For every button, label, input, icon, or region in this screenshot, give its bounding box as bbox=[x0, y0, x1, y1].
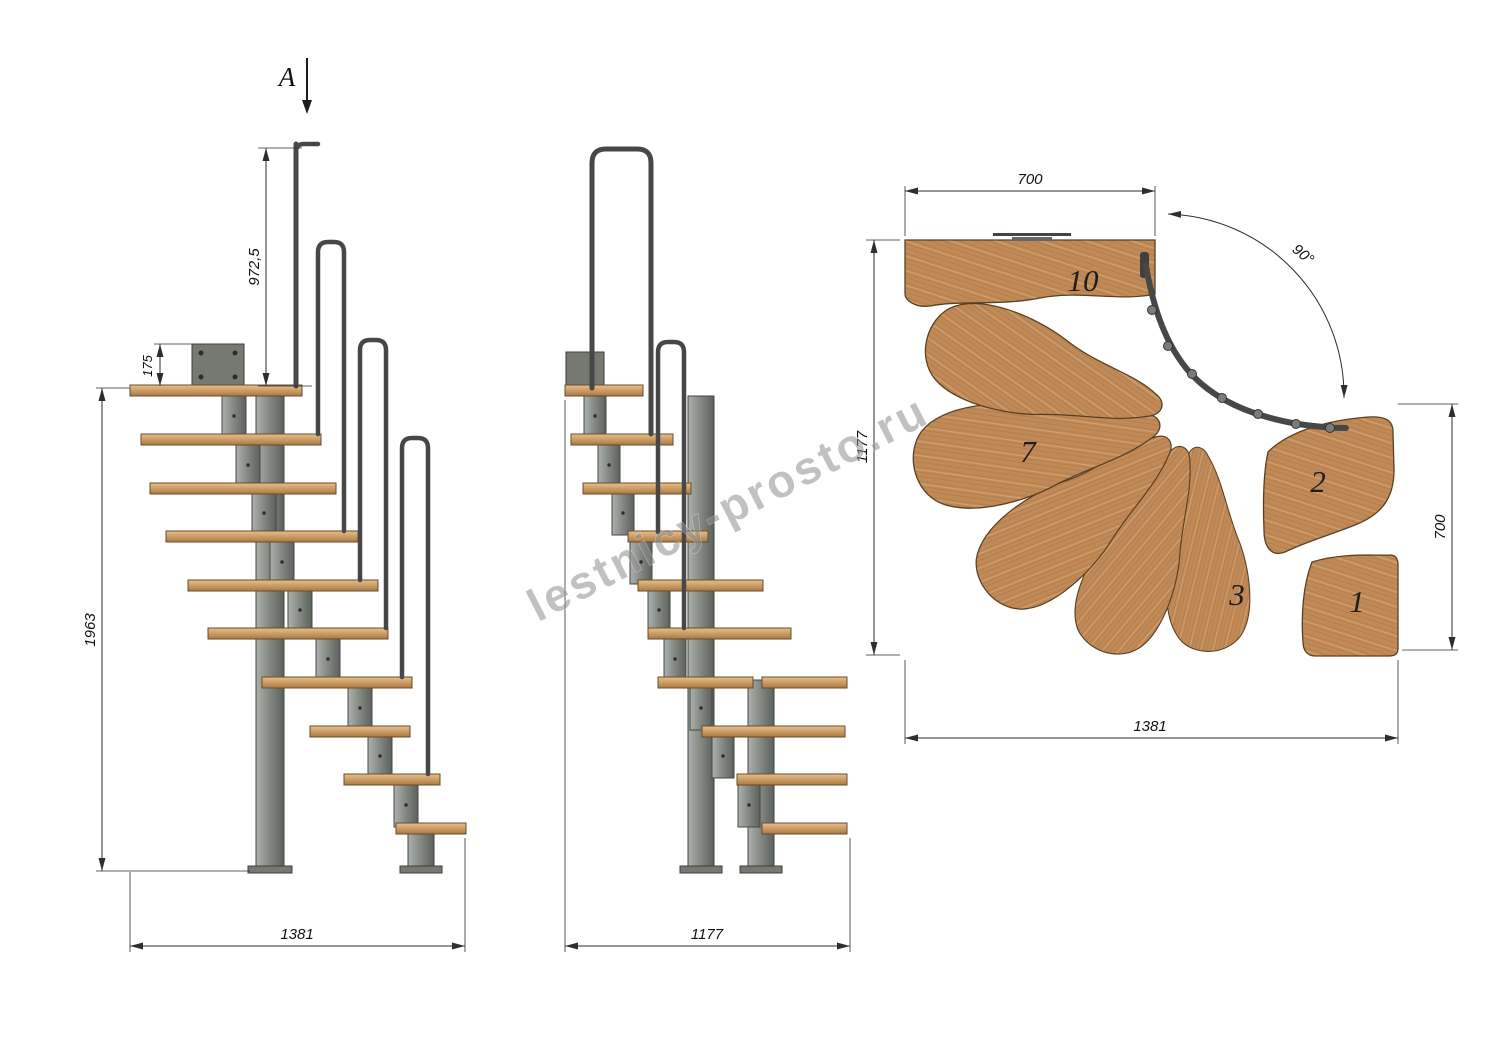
bottom-post bbox=[407, 833, 435, 869]
step-plank bbox=[149, 482, 337, 495]
step-plank bbox=[657, 676, 754, 689]
section-label-a: A bbox=[277, 62, 296, 92]
bolt-icon bbox=[232, 374, 238, 380]
landing-bracket bbox=[1012, 237, 1052, 241]
module-connectors bbox=[221, 393, 419, 828]
dim-value: 700 bbox=[1017, 171, 1043, 188]
dim-value: 700 bbox=[1432, 514, 1449, 540]
handrail-loop bbox=[357, 337, 389, 631]
module-connectors bbox=[583, 393, 761, 828]
dim-value: 1177 bbox=[854, 430, 871, 463]
step-plank bbox=[570, 433, 674, 446]
dim-value: 1381 bbox=[280, 926, 313, 943]
tread-label-10: 10 bbox=[1068, 263, 1100, 298]
step-plank bbox=[736, 773, 848, 786]
dim-value: 1381 bbox=[1133, 718, 1166, 735]
tread-1 bbox=[1301, 554, 1399, 657]
dim-total-height: 1963 bbox=[82, 387, 250, 872]
handrail-loop bbox=[655, 339, 687, 631]
dim-value: 175 bbox=[140, 354, 155, 376]
secondary-post bbox=[747, 679, 775, 867]
step-plank bbox=[395, 822, 467, 835]
rail-joint bbox=[1217, 393, 1227, 403]
step-plank bbox=[582, 482, 692, 495]
dim-plan-run: 1381 bbox=[904, 660, 1399, 744]
rail-joint bbox=[1163, 341, 1173, 351]
step-plank bbox=[343, 773, 441, 786]
dim-handrail-height: 972,5 bbox=[246, 147, 312, 387]
bolt-icon bbox=[198, 350, 204, 356]
front-elevation-view: 1177 bbox=[564, 146, 851, 952]
dim-side-run: 1381 bbox=[129, 838, 466, 952]
handrail-loop bbox=[589, 146, 654, 437]
front-handrail bbox=[589, 146, 687, 631]
dim-plan-depth: 1177 bbox=[854, 239, 900, 656]
tread-label-2: 2 bbox=[1310, 464, 1326, 499]
handrail-loop bbox=[315, 239, 347, 534]
rail-joint bbox=[1147, 305, 1157, 315]
rail-joint bbox=[1325, 423, 1335, 433]
step-plank bbox=[165, 530, 359, 543]
step-plank bbox=[207, 627, 389, 640]
step-plank bbox=[701, 725, 846, 738]
plan-handrail bbox=[1140, 252, 1349, 433]
rail-joint bbox=[1291, 419, 1301, 429]
step-plank bbox=[627, 530, 709, 543]
rail-joint bbox=[1253, 409, 1263, 419]
front-steps bbox=[564, 384, 848, 835]
tread-label-3: 3 bbox=[1228, 577, 1245, 612]
bottom-base-plate bbox=[399, 865, 443, 874]
column-base-plate bbox=[247, 865, 293, 874]
handrail-loop bbox=[399, 435, 431, 777]
bolt-icon bbox=[232, 350, 238, 356]
section-arrow-icon bbox=[302, 100, 312, 114]
dim-value: 972,5 bbox=[246, 248, 263, 286]
dim-landing-width: 700 bbox=[904, 171, 1156, 236]
landing-bracket bbox=[993, 233, 1071, 236]
step-plank bbox=[564, 384, 644, 397]
step-plank bbox=[129, 384, 303, 397]
dim-bracket-height: 175 bbox=[140, 343, 192, 386]
plan-treads bbox=[904, 239, 1399, 669]
tread-label-1: 1 bbox=[1349, 584, 1365, 619]
step-plank bbox=[261, 676, 413, 689]
step-plank bbox=[140, 433, 322, 446]
tread-2 bbox=[1262, 416, 1395, 554]
side-steps bbox=[129, 384, 467, 835]
column-base-plate bbox=[679, 865, 723, 874]
plan-view: 10 7 2 3 1 700 90° 1177 700 bbox=[854, 171, 1458, 744]
bolt-icon bbox=[198, 374, 204, 380]
dim-flight-width: 700 bbox=[1398, 403, 1458, 651]
post-base-plate bbox=[739, 865, 783, 874]
handrail-curve bbox=[1143, 263, 1349, 431]
landing-tread-10 bbox=[904, 239, 1156, 307]
dim-value: 90° bbox=[1289, 241, 1317, 269]
step-plank bbox=[761, 676, 848, 689]
dim-value: 1177 bbox=[691, 926, 724, 943]
tread-label-7: 7 bbox=[1020, 434, 1037, 469]
step-plank bbox=[637, 579, 764, 592]
wall-bracket-plate bbox=[191, 343, 245, 387]
step-plank bbox=[309, 725, 411, 738]
step-plank bbox=[647, 627, 792, 640]
dim-value: 1963 bbox=[82, 613, 99, 647]
dim-front-width: 1177 bbox=[564, 400, 851, 952]
step-plank bbox=[187, 579, 379, 592]
side-elevation-view: A bbox=[82, 58, 467, 952]
step-plank bbox=[761, 822, 848, 835]
side-handrail bbox=[293, 141, 431, 777]
rail-joint bbox=[1187, 369, 1197, 379]
